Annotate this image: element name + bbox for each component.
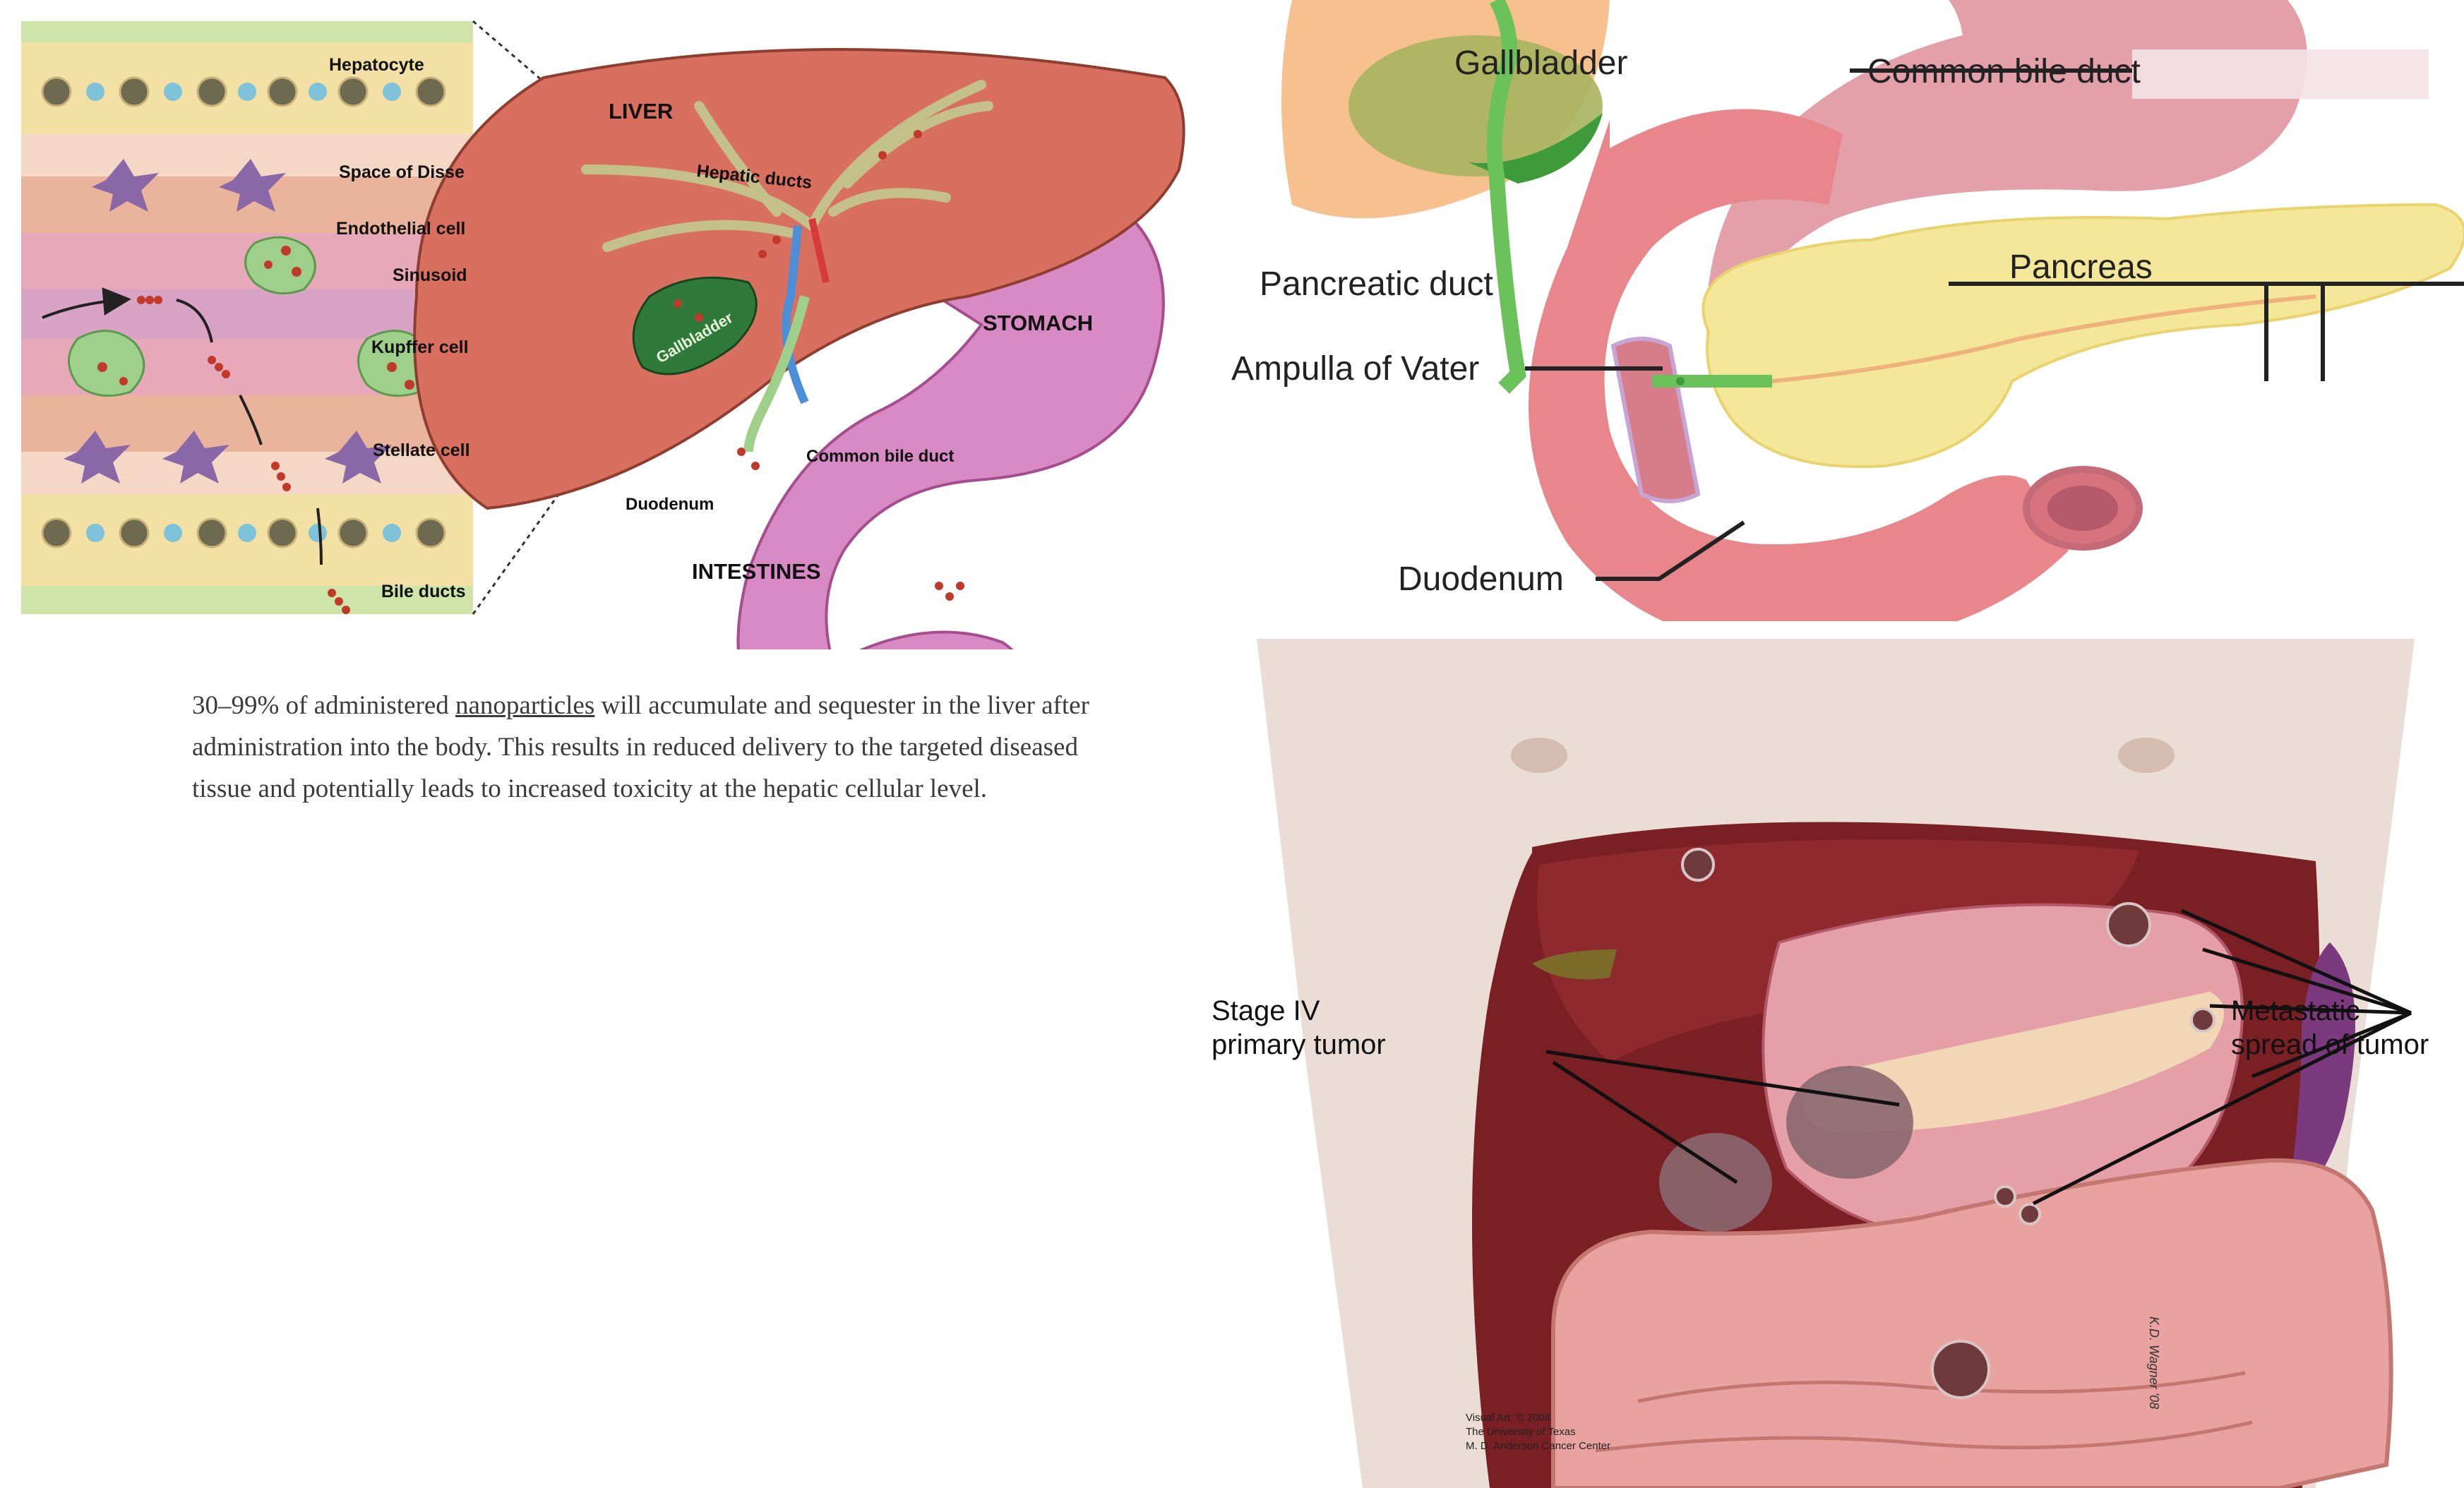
label-gallbladder: Gallbladder (1454, 44, 1628, 82)
metastatic-tumor-figure: Stage IV primary tumor Metastatic spread… (1200, 639, 2464, 1488)
label-endothelial-cell: Endothelial cell (336, 219, 465, 239)
label-duodenum: Duodenum (626, 495, 714, 514)
label-sinusoid: Sinusoid (393, 265, 467, 285)
gallbladder-shape (1348, 35, 1603, 176)
label-metastatic-line2: spread of tumor (2231, 1029, 2429, 1060)
label-liver: LIVER (609, 99, 673, 124)
credit-line2: The University of Texas (1466, 1426, 1576, 1438)
nanoparticles-link[interactable]: nanoparticles (455, 691, 595, 720)
label-stage-iv-line2: primary tumor (1212, 1029, 1386, 1060)
caption-text-before: 30–99% of administered (192, 691, 455, 720)
pancreas-shape (1702, 203, 2464, 469)
label-common-bile-duct: Common bile duct (1867, 53, 2141, 90)
liver-shape (413, 48, 1185, 601)
label-duodenum: Duodenum (1398, 560, 1564, 598)
label-intestines: INTESTINES (692, 559, 821, 584)
label-ampulla-of-vater: Ampulla of Vater (1231, 350, 1479, 388)
label-pancreas: Pancreas (2009, 248, 2153, 286)
label-metastatic-line1: Metastatic (2231, 995, 2360, 1026)
label-pancreatic-duct: Pancreatic duct (1260, 265, 1493, 303)
label-stage-iv-line1: Stage IV (1212, 995, 1320, 1026)
liver-tissue-inset (21, 21, 473, 614)
label-hepatocyte: Hepatocyte (329, 55, 424, 75)
label-bile-ducts: Bile ducts (381, 582, 465, 601)
stomach-shape (736, 168, 1165, 649)
label-stellate-cell: Stellate cell (373, 440, 470, 460)
label-kupffer-cell: Kupffer cell (371, 337, 469, 357)
duodenum-shape (1529, 109, 2069, 621)
credit-line1: Visual Art: © 2008 (1466, 1412, 1550, 1424)
figure-caption: 30–99% of administered nanoparticles wil… (192, 685, 1124, 810)
credit-line3: M. D. Anderson Cancer Center (1466, 1440, 1610, 1452)
label-space-of-disse: Space of Disse (339, 162, 465, 182)
pancreas-anatomy-figure: Gallbladder Common bile duct Pancreatic … (1214, 0, 2464, 621)
artist-signature: K.D. Wagner '08 (2147, 1316, 2161, 1409)
label-common-bile-duct: Common bile duct (806, 447, 954, 466)
label-stomach: STOMACH (983, 311, 1093, 335)
liver-nanoparticle-figure: Hepatocyte Space of Disse Endothelial ce… (0, 0, 1207, 649)
caption-text-after: will accumulate and sequester in the liv… (192, 691, 1089, 803)
